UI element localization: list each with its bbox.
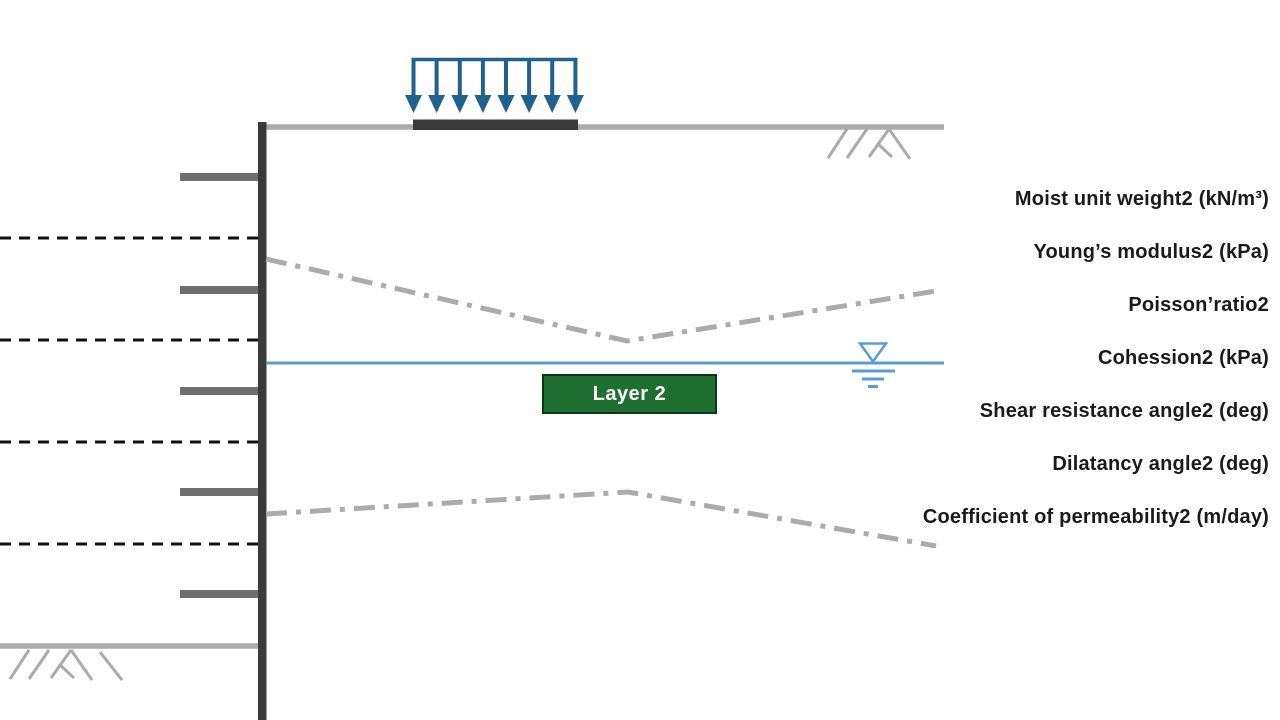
strut [180, 286, 258, 294]
excavation-level-lines [0, 236, 258, 546]
load-arrow [472, 57, 494, 115]
load-arrow [426, 57, 448, 115]
load-arrow [403, 57, 424, 115]
load-arrow [495, 57, 517, 115]
ground-hatch-symbol-top [826, 127, 912, 161]
wall-struts [180, 173, 258, 598]
parameter-label-shear-resistance-angle: Shear resistance angle2 (deg) [979, 399, 1269, 422]
layer-boundary-lower [265, 489, 937, 549]
load-arrow [518, 57, 540, 115]
parameter-label-youngs-modulus: Young’s modulus2 (kPa) [1033, 240, 1269, 263]
distributed-load-arrows [403, 57, 586, 115]
footing-slab [413, 119, 578, 130]
load-arrow [541, 57, 563, 115]
layer-2-badge-label: Layer 2 [592, 382, 667, 405]
parameter-label-coefficient-permeability: Coefficient of permeability2 (m/day) [922, 505, 1269, 528]
parameter-label-poisson-ratio: Poisson’ratio2 [1128, 293, 1269, 316]
load-arrow [564, 57, 586, 115]
strut [180, 387, 258, 395]
layer-boundary-upper [265, 256, 937, 344]
layer-2-badge: Layer 2 [542, 374, 717, 414]
load-arrow [449, 57, 471, 115]
strut [180, 173, 258, 181]
ground-hatch-symbol-bottom [8, 648, 124, 682]
parameter-label-dilatancy-angle: Dilatancy angle2 (deg) [1052, 452, 1269, 475]
strut [180, 488, 258, 496]
water-table-icon [852, 342, 895, 388]
retaining-wall [258, 122, 267, 720]
parameter-label-moist-unit-weight: Moist unit weight2 (kN/m³) [1014, 187, 1269, 210]
parameter-label-list: Moist unit weight2 (kN/m³) Young’s modul… [809, 173, 1269, 544]
strut [180, 590, 258, 598]
parameter-label-cohesion: Cohession2 (kPa) [1097, 346, 1269, 369]
